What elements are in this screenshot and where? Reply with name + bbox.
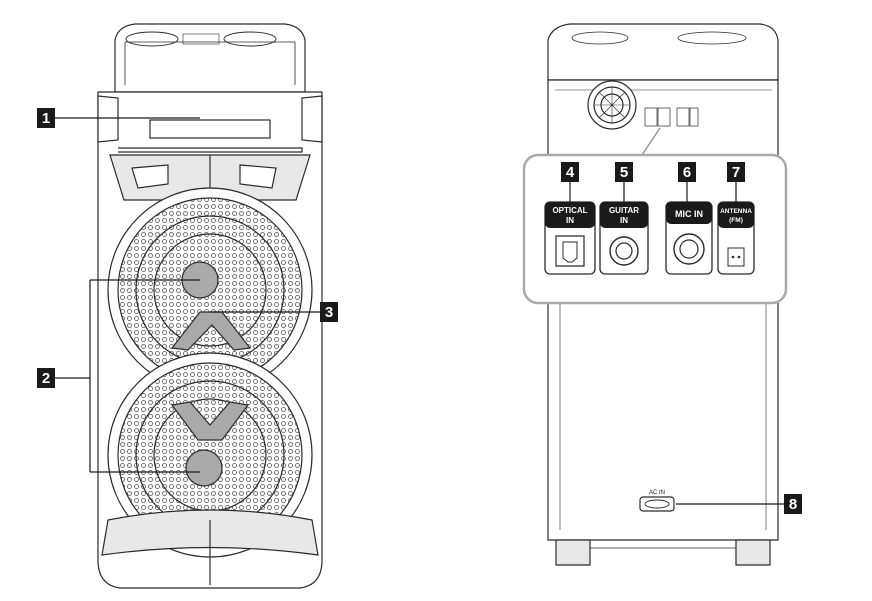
callout-3-label: 3 xyxy=(325,304,333,321)
lower-woofer xyxy=(107,352,313,558)
callout-8: 8 xyxy=(676,494,802,514)
callout-1: 1 xyxy=(37,108,200,128)
mic-label: MIC IN xyxy=(675,209,703,219)
upper-woofer xyxy=(107,187,313,393)
callout-2: 2 xyxy=(37,279,200,473)
optical-label-line2: IN xyxy=(566,216,574,225)
callout-3: 3 xyxy=(210,302,338,322)
port-zoom-panel: 4 OPTICAL IN 5 GUITAR IN 6 xyxy=(522,127,788,305)
optical-in-port: 4 OPTICAL IN xyxy=(544,162,596,275)
callout-7-label: 7 xyxy=(732,164,740,181)
guitar-label-line2: IN xyxy=(620,216,628,225)
mic-in-port: 6 MIC IN xyxy=(665,162,713,275)
ac-in-label: AC IN xyxy=(649,490,665,496)
guitar-in-port: 5 GUITAR IN xyxy=(599,162,649,275)
callout-6-label: 6 xyxy=(683,164,691,181)
callout-8-label: 8 xyxy=(789,496,797,513)
callout-1-label: 1 xyxy=(42,110,50,127)
antenna-fm-port: 7 ANTENNA (FM) xyxy=(717,162,755,275)
optical-label-line1: OPTICAL xyxy=(552,206,587,215)
antenna-label-line2: (FM) xyxy=(729,217,743,224)
callout-2-label: 2 xyxy=(42,370,50,387)
antenna-label-line1: ANTENNA xyxy=(720,208,752,215)
speaker-front-view xyxy=(97,23,323,589)
guitar-label-line1: GUITAR xyxy=(609,206,639,215)
callout-5-label: 5 xyxy=(620,164,628,181)
callout-4-label: 4 xyxy=(566,164,575,181)
